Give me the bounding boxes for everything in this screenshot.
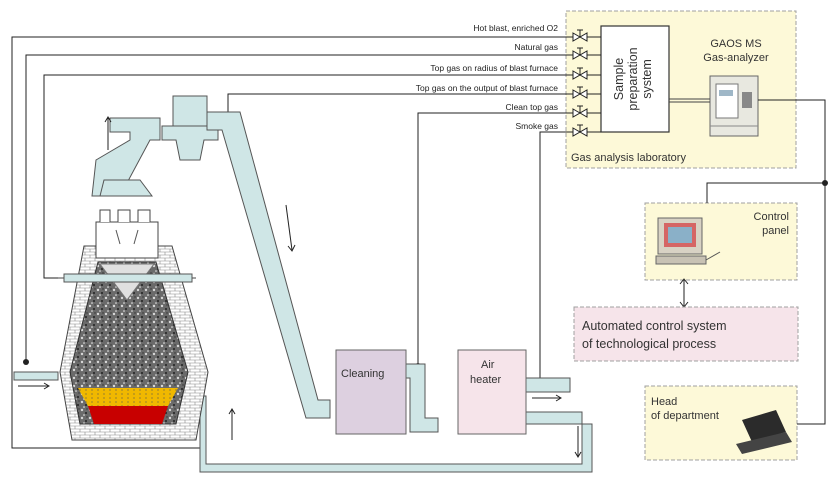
blast-furnace [58, 116, 209, 441]
gas-line-label-4: Top gas on the output of blast furnace [416, 83, 559, 93]
acs-line-2: of technological process [582, 337, 716, 351]
gas-line-label-6: Smoke gas [515, 121, 558, 131]
gas-line-label-1: Hot blast, enriched O2 [473, 23, 558, 33]
laptop-icon [736, 410, 792, 454]
air-heater-unit: Air heater [457, 349, 527, 435]
head-line-1: Head [651, 396, 677, 408]
gas-line-label-2: Natural gas [515, 42, 558, 52]
acs-line-1: Automated control system [582, 319, 727, 333]
cleaning-label: Cleaning [341, 368, 384, 380]
lab-label: Gas analysis laboratory [571, 152, 686, 164]
automated-control-system-box: Automated control system of technologica… [573, 306, 799, 362]
analyzer-subtitle: Gas-analyzer [703, 52, 769, 64]
computer-icon [655, 217, 721, 265]
head-line-2: of department [651, 410, 719, 422]
sample-preparation-system: Sample preparation system [600, 25, 670, 133]
air-heater-line-1: Air [481, 359, 495, 371]
cleaning-unit: Cleaning [335, 349, 407, 435]
control-panel-line-2: panel [762, 225, 789, 237]
control-panel-line-1: Control [754, 211, 789, 223]
control-panel-box: Control panel [644, 202, 798, 281]
sample-prep-line-1: Sample [612, 58, 626, 100]
valve-icons [572, 29, 588, 137]
gas-line-label-5: Clean top gas [506, 102, 558, 112]
gas-line-label-3: Top gas on radius of blast furnace [430, 63, 558, 73]
gas-analyzer: GAOS MS Gas-analyzer [703, 38, 769, 137]
sample-prep-line-3: system [640, 59, 654, 99]
analyzer-device-icon [709, 75, 759, 137]
sample-prep-line-2: preparation [626, 47, 640, 110]
head-of-department-box: Head of department [644, 385, 798, 461]
analyzer-title: GAOS MS [710, 38, 761, 50]
air-heater-line-2: heater [470, 374, 502, 386]
top-gas-piping [13, 95, 593, 473]
